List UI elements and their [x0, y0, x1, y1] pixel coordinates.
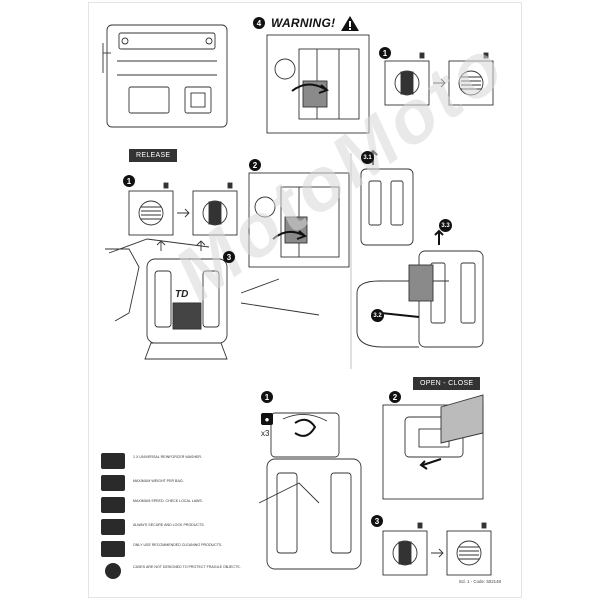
release-step-2: 2	[249, 159, 261, 171]
bag-side-view	[146, 258, 228, 344]
fragile-icon	[105, 563, 121, 579]
lock-icon	[101, 519, 125, 535]
open-close-label: OPEN - CLOSE	[413, 377, 481, 390]
legend-text-speed: MAXIMUM SPEED. CHECK LOCAL LAWS.	[133, 499, 203, 503]
legend-text-lock: ALWAYS SECURE AND LOCK PRODUCTS.	[133, 523, 205, 527]
instruction-sheet: MotoMoto 4 WARNING! 1 RELEASE 1 2 3 3.1 …	[88, 2, 522, 598]
warning-title: WARNING!	[271, 16, 336, 30]
release-step-3-2: 3.2	[371, 309, 384, 322]
roll-repeat: x3	[261, 429, 270, 438]
legend-text-cleaning: ONLY USE RECOMMENDED CLEANING PRODUCTS.	[133, 543, 223, 547]
legend-text-weight: MAXIMUM WEIGHT PER BAG.	[133, 479, 184, 483]
footer-code: Ed. 1 - Code: 502148	[459, 579, 501, 584]
max-speed-icon	[101, 497, 125, 513]
instruction-line-art	[102, 16, 494, 576]
step-number-4: 4	[253, 17, 265, 29]
rack-frame	[105, 248, 140, 322]
warning-triangle-icon	[341, 16, 359, 31]
cleaning-icon	[101, 541, 125, 557]
open-close-step-2: 2	[389, 391, 401, 403]
roll-icon: ●	[261, 413, 273, 425]
open-close-step-3: 3	[371, 515, 383, 527]
legend-text-fragile: CASES ARE NOT DESIGNED TO PROTECT FRAGIL…	[133, 565, 241, 569]
release-label: RELEASE	[129, 149, 178, 162]
max-weight-bag-icon	[101, 475, 125, 491]
bag-back-view	[106, 24, 228, 128]
max-weight-washer-icon	[101, 453, 125, 469]
release-step-3-3: 3.3	[439, 219, 452, 232]
release-step-3-1: 3.1	[361, 151, 374, 164]
release-step-1: 1	[123, 175, 135, 187]
bag-open-view	[266, 458, 362, 570]
step-number-top-1: 1	[379, 47, 391, 59]
legend-text-washer: 1 x UNIVERSAL REINFORCER WASHER.	[133, 455, 203, 459]
release-step-3: 3	[223, 251, 235, 263]
open-close-step-1: 1	[261, 391, 273, 403]
bag-logo: TD	[175, 289, 189, 300]
warning-detail-box	[266, 34, 370, 134]
